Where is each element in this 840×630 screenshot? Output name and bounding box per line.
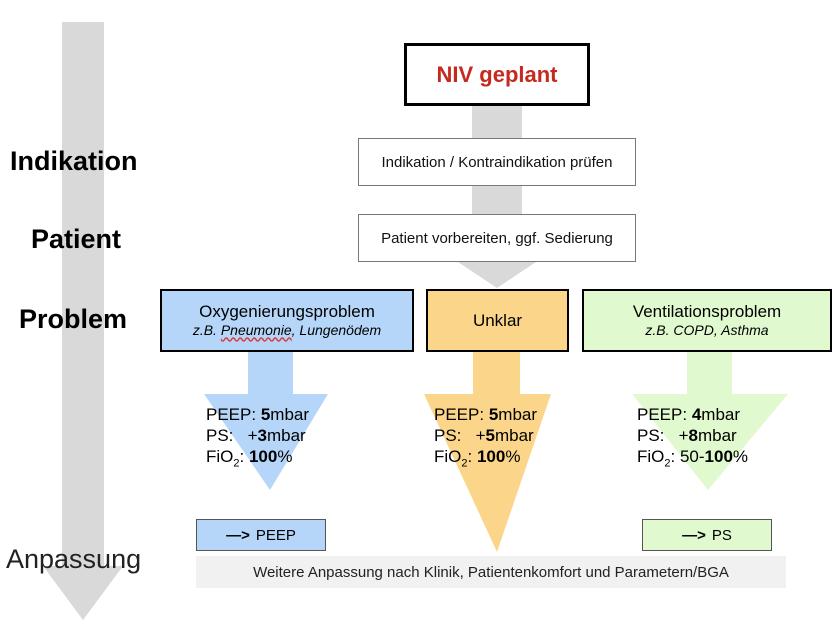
footer-text: Weitere Anpassung nach Klinik, Patienten… (253, 563, 729, 581)
step-indikation-text: Indikation / Kontraindikation prüfen (381, 153, 613, 171)
category-unklar-name: Unklar (472, 310, 523, 330)
category-oxygenierung-name: Oxygenierungsproblem (199, 302, 375, 322)
param-peep: PEEP: 5mbar (434, 405, 538, 424)
adjust-ps-label: PS (711, 526, 732, 544)
category-ventilation-name: Ventilationsproblem (632, 302, 782, 322)
title-box: NIV geplant (404, 43, 590, 106)
params-ventilation: PEEP: 4mbar PS: +8mbar FiO2: 50-100% (637, 404, 748, 474)
adjust-peep-label: PEEP (255, 526, 296, 544)
adjust-peep-box: —> PEEP (196, 519, 326, 551)
ventilation-arrow (632, 352, 788, 490)
side-label-problem: Problem (19, 304, 128, 334)
side-label-anpassung: Anpassung (6, 544, 142, 574)
params-unklar: PEEP: 5mbar PS: +5mbar FiO2: 100% (434, 404, 537, 474)
category-unklar: Unklar (426, 289, 569, 352)
category-ventilation-example: z.B. COPD, Asthma (645, 322, 769, 339)
params-oxygenierung: PEEP: 5mbar PS: +3mbar FiO2: 100% (206, 404, 309, 474)
category-ventilation: Ventilationsproblem z.B. COPD, Asthma (582, 289, 832, 352)
param-ps: PS: +3mbar (206, 426, 306, 445)
oxygenierung-arrow (204, 352, 328, 490)
param-ps: PS: +8mbar (637, 426, 737, 445)
footer-note: Weitere Anpassung nach Klinik, Patienten… (196, 556, 786, 588)
side-label-patient: Patient (31, 224, 122, 254)
param-peep: PEEP: 5mbar (206, 405, 310, 424)
step-patient: Patient vorbereiten, ggf. Sedierung (358, 214, 636, 262)
param-fio2: FiO2: 100% (206, 447, 293, 470)
param-ps: PS: +5mbar (434, 426, 534, 445)
category-oxygenierung-example: z.B. Pneumonie, Lungenödem (192, 322, 382, 339)
side-label-indikation: Indikation (10, 146, 138, 176)
title-text: NIV geplant (436, 61, 558, 87)
adjust-arrow: —> (682, 526, 706, 544)
param-fio2: FiO2: 100% (434, 447, 521, 470)
step-indikation: Indikation / Kontraindikation prüfen (358, 138, 636, 186)
param-peep: PEEP: 4mbar (637, 405, 741, 424)
category-oxygenierung: Oxygenierungsproblem z.B. Pneumonie, Lun… (160, 289, 414, 352)
timeline-arrow (43, 22, 123, 620)
param-fio2: FiO2: 50-100% (637, 447, 749, 470)
step-patient-text: Patient vorbereiten, ggf. Sedierung (381, 229, 613, 247)
adjust-ps-box: —> PS (642, 519, 772, 551)
adjust-arrow: —> (226, 526, 250, 544)
unklar-arrow (424, 352, 551, 552)
